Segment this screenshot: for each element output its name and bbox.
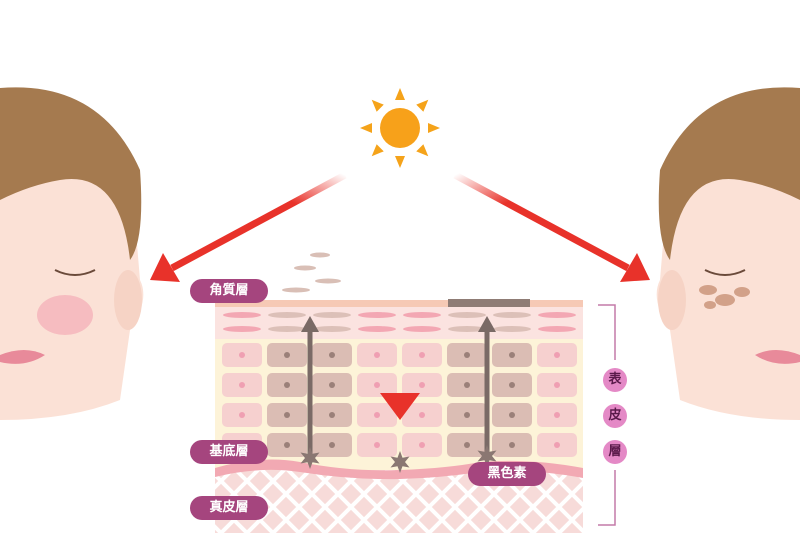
left-face <box>0 87 144 420</box>
cell-nucleus <box>554 442 560 448</box>
uv-ray-right-arrow <box>453 171 650 282</box>
flattened-cell <box>538 312 576 318</box>
flattened-cell <box>223 312 261 318</box>
cell-nucleus <box>284 412 290 418</box>
melanin-arrow-head <box>478 316 496 332</box>
flattened-cell <box>313 326 351 332</box>
flattened-cell <box>223 326 261 332</box>
label-melanin: 黑色素 <box>468 462 546 486</box>
label-epidermis-char: 表 <box>603 368 627 392</box>
cell-nucleus <box>374 382 380 388</box>
melanin-arrow-head <box>301 316 319 332</box>
cell-nucleus <box>239 352 245 358</box>
cell-nucleus <box>554 382 560 388</box>
uv-ray-center-arrow <box>380 190 420 420</box>
flattened-cell <box>448 312 486 318</box>
cell-nucleus <box>419 352 425 358</box>
cell-nucleus <box>239 412 245 418</box>
cell-nucleus <box>284 442 290 448</box>
label-stratum-corneum: 角質層 <box>190 279 268 303</box>
flattened-cell <box>358 312 396 318</box>
cell-nucleus <box>464 352 470 358</box>
label-basal-layer: 基底層 <box>190 440 268 464</box>
lips <box>0 350 45 364</box>
closed-eye <box>704 269 746 276</box>
epidermis-bracket <box>598 304 616 526</box>
label-epidermis-char: 皮 <box>603 404 627 428</box>
flattened-cell <box>493 312 531 318</box>
uv-ray-left-arrow <box>150 171 347 282</box>
cell-nucleus <box>509 412 515 418</box>
cell-nucleus <box>374 352 380 358</box>
flattened-cell <box>268 326 306 332</box>
cell-nucleus <box>509 442 515 448</box>
cell-nucleus <box>329 382 335 388</box>
cell-nucleus <box>464 382 470 388</box>
flattened-cell <box>538 326 576 332</box>
flattened-cell <box>358 326 396 332</box>
cell-nucleus <box>464 412 470 418</box>
cell-nucleus <box>284 352 290 358</box>
cell-nucleus <box>374 442 380 448</box>
cell-nucleus <box>329 352 335 358</box>
flattened-cell <box>448 326 486 332</box>
cell-nucleus <box>419 442 425 448</box>
dark-spots <box>699 285 750 309</box>
cell-nucleus <box>509 352 515 358</box>
melanocyte-icon <box>300 447 320 469</box>
cell-nucleus <box>464 442 470 448</box>
flattened-cell <box>403 326 441 332</box>
cell-nucleus <box>329 412 335 418</box>
cell-nucleus <box>554 352 560 358</box>
cell-nucleus <box>554 412 560 418</box>
label-epidermis-char: 層 <box>603 440 627 464</box>
flaking-cells <box>282 252 341 293</box>
flattened-cell <box>403 312 441 318</box>
cell-nucleus <box>419 382 425 388</box>
cell-nucleus <box>374 412 380 418</box>
cell-nucleus <box>239 382 245 388</box>
cell-nucleus <box>329 442 335 448</box>
melanocyte-icon <box>390 451 410 473</box>
cell-nucleus <box>419 412 425 418</box>
flattened-cell <box>268 312 306 318</box>
pigmented-corneum <box>448 299 530 307</box>
melanocyte-icon <box>477 445 497 467</box>
flattened-cell <box>313 312 351 318</box>
lips <box>755 350 800 364</box>
cell-nucleus <box>284 382 290 388</box>
right-face <box>656 87 800 420</box>
closed-eye <box>54 269 96 276</box>
flattened-cell <box>493 326 531 332</box>
sun-icon <box>360 88 440 168</box>
cell-nucleus <box>509 382 515 388</box>
label-dermis: 真皮層 <box>190 496 268 520</box>
blush <box>37 295 93 335</box>
